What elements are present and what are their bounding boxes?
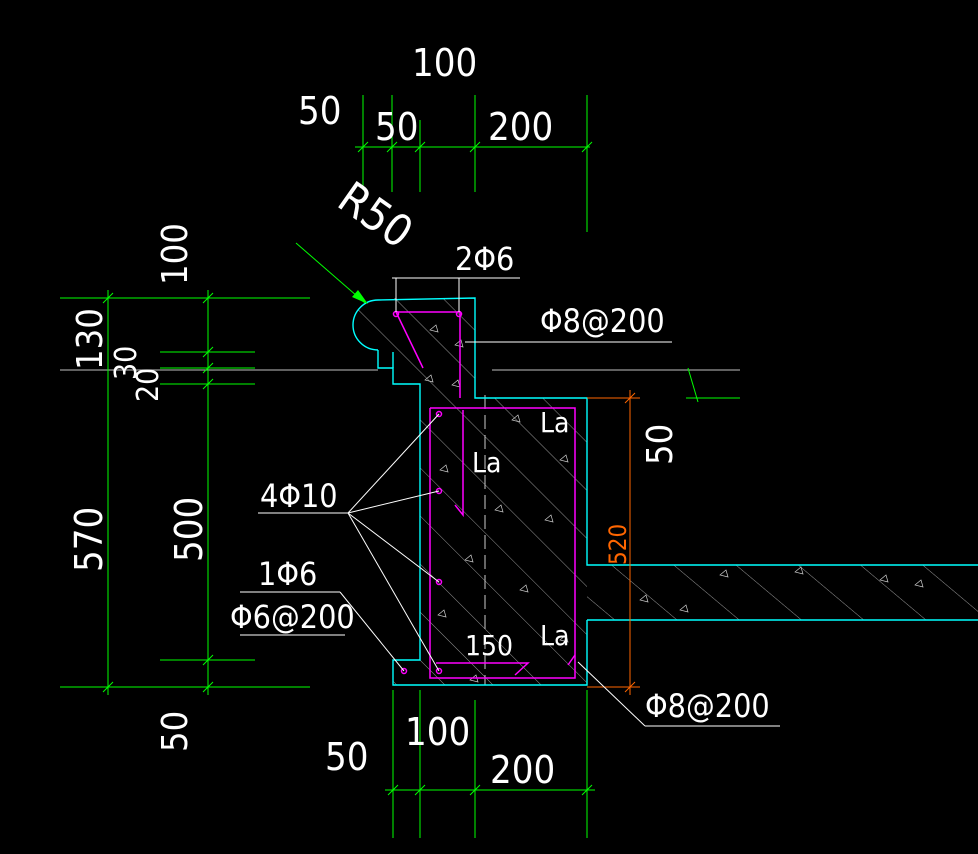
rebar-dot <box>435 578 443 586</box>
dim-left-50: 50 <box>155 711 196 752</box>
dim-left-100: 100 <box>155 223 196 285</box>
dim-left-20: 20 <box>131 368 166 402</box>
rebar-phi6-200: Φ6@200 <box>230 598 355 636</box>
la-label-3: La <box>540 619 569 652</box>
dim-left-130: 130 <box>70 308 111 370</box>
dim-left-500: 500 <box>167 497 211 562</box>
dim-bottom-50: 50 <box>325 735 369 779</box>
rebar-dot <box>435 667 443 675</box>
rebar-main-stirrup <box>429 407 576 679</box>
dim-right-520: 520 <box>604 524 632 565</box>
wall-body <box>353 298 587 685</box>
rebar-bottom-hook <box>436 662 530 676</box>
dimension-lines <box>60 95 740 838</box>
radius-label: R50 <box>329 172 422 258</box>
rebar-2phi6: 2Φ6 <box>455 240 514 278</box>
dim-bottom-100: 100 <box>405 710 470 754</box>
la-label-1: La <box>540 406 569 439</box>
rebar-dot <box>400 667 408 675</box>
dim-left-570: 570 <box>67 507 111 572</box>
slab-body <box>587 565 978 620</box>
concrete-section <box>352 297 978 686</box>
leader-lines <box>240 277 780 727</box>
dim-top-100: 100 <box>412 41 477 85</box>
label-150: 150 <box>465 629 513 662</box>
rebar-dot <box>435 410 443 418</box>
rebar-phi8-200-bottom: Φ8@200 <box>645 687 770 725</box>
dim-top-200: 200 <box>488 105 553 149</box>
dim-bottom-200: 200 <box>490 748 555 792</box>
annotations: 100 50 50 200 R50 2Φ6 Φ8@200 100 130 30 … <box>67 41 770 792</box>
rebar-la-bottom <box>567 654 576 666</box>
dimension-520 <box>587 390 640 695</box>
rebar <box>392 310 576 679</box>
dim-top-50-left: 50 <box>298 89 342 133</box>
dim-top-50: 50 <box>375 105 419 149</box>
level-lines <box>60 369 740 685</box>
rebar-inner-hook <box>454 410 464 518</box>
dim-left-30: 30 <box>109 346 144 380</box>
rebar-4phi10: 4Φ10 <box>260 477 338 515</box>
rebar-phi8-200-top: Φ8@200 <box>540 302 665 340</box>
drip-round <box>352 299 379 351</box>
dim-right-50: 50 <box>640 424 681 465</box>
rebar-dot <box>435 487 443 495</box>
la-label-2: La <box>472 446 501 479</box>
rebar-1phi6: 1Φ6 <box>258 555 317 593</box>
